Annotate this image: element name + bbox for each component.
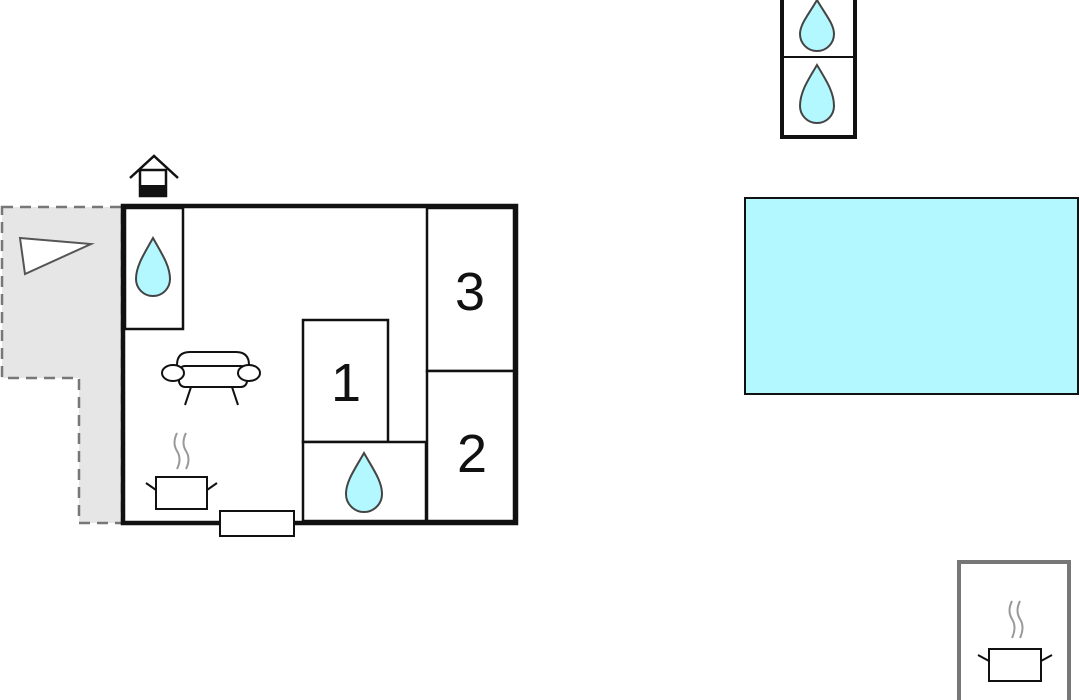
terrace-icon bbox=[18, 236, 95, 276]
bathroom-top-left bbox=[123, 206, 185, 331]
room-1: 1 bbox=[301, 318, 390, 444]
water-drop-icon bbox=[134, 235, 172, 297]
kitchen-icon bbox=[977, 600, 1053, 682]
kitchen-icon bbox=[145, 432, 218, 510]
door-step-icon bbox=[219, 510, 295, 537]
room-number-1: 1 bbox=[331, 353, 361, 413]
water-drop-icon bbox=[798, 63, 836, 124]
water-drop-icon bbox=[798, 0, 836, 52]
sauna-icon bbox=[129, 154, 179, 198]
outdoor-kitchen bbox=[957, 560, 1071, 700]
room-number-2: 2 bbox=[457, 424, 487, 484]
pool-icon bbox=[744, 197, 1079, 395]
room-3: 3 bbox=[425, 206, 516, 373]
water-drop-icon bbox=[344, 450, 384, 513]
room-number-3: 3 bbox=[455, 262, 485, 322]
room-2: 2 bbox=[425, 369, 516, 523]
bathroom-center bbox=[301, 440, 428, 523]
outbuilding-bathroom bbox=[780, 0, 857, 139]
sofa-icon bbox=[161, 351, 261, 406]
terrace bbox=[0, 205, 124, 525]
